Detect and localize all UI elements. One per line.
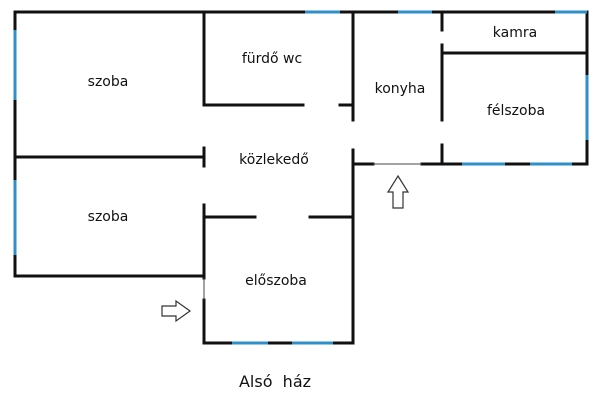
room-label-eloszoba: előszoba [245, 273, 307, 289]
room-label-szoba-top: szoba [88, 74, 129, 90]
plan-caption: Alsó ház [239, 372, 311, 391]
room-label-kozlekedo: közlekedő [239, 152, 309, 168]
room-label-furdo: fürdő wc [242, 51, 302, 67]
arrow-right-icon [161, 299, 192, 323]
walls [13, 10, 589, 345]
windows [13, 10, 589, 345]
arrow-up-icon [386, 174, 410, 209]
room-label-konyha: konyha [375, 81, 426, 97]
room-label-szoba-bottom: szoba [88, 209, 129, 225]
room-label-kamra: kamra [493, 25, 537, 41]
room-label-felszoba: félszoba [487, 103, 545, 119]
